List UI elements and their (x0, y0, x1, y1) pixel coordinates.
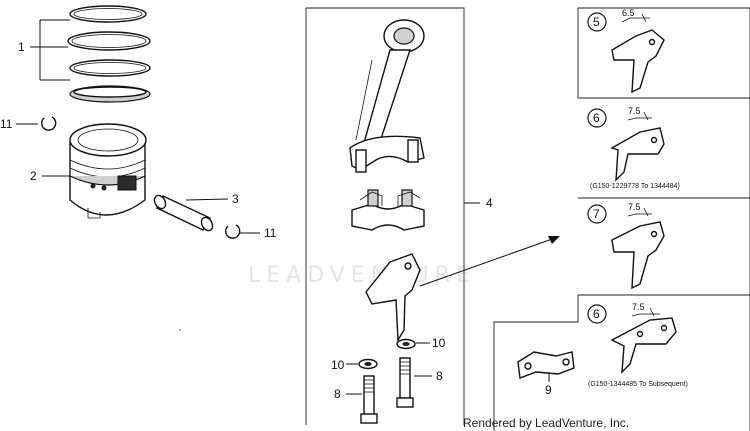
callout-bolt-right: 8 (436, 369, 443, 383)
variant-3-hole (650, 230, 658, 238)
callout-piston: 2 (30, 169, 37, 183)
callout-pin: 3 (232, 192, 239, 206)
callout-clip-top: 11 (0, 117, 13, 131)
piston-pin (153, 194, 214, 232)
bearing-cap (351, 189, 425, 231)
callout-washer-upper: 10 (432, 336, 446, 350)
piston-rings (67, 5, 151, 103)
callout-washer-lower: 10 (331, 358, 345, 372)
variant-4-hole-b (660, 324, 668, 332)
variant-panel-4: 6 7.5 (G150-1344485 To Subsequent) (493, 294, 750, 431)
variant-1-number: 5 (593, 15, 600, 29)
variant-2-number: 6 (593, 111, 600, 125)
variant-2-dim: 7.5 (628, 106, 641, 116)
credit-text: Rendered by LeadVenture, Inc. (463, 416, 629, 430)
variant-1-dim: 6.5 (622, 8, 635, 18)
variant-3-dipper (611, 221, 665, 290)
circlip-bottom (225, 224, 241, 239)
callout-rings: 1 (18, 40, 25, 54)
variant-3-dim: 7.5 (628, 202, 641, 212)
variant-3-number: 7 (593, 207, 600, 221)
callout-plate: 9 (545, 383, 552, 397)
variant-2-dipper (610, 127, 665, 182)
connecting-rod (349, 19, 425, 173)
variant-arrow (419, 237, 556, 287)
circlip-top (41, 116, 57, 131)
callout-clip-bottom: 11 (264, 226, 277, 240)
lock-washer-upper-hole (402, 342, 410, 346)
variant-4-dim: 7.5 (632, 302, 645, 312)
variant-4-hole-a (636, 330, 644, 338)
callout-rings-leader (30, 19, 70, 81)
mounting-plate (517, 351, 575, 379)
bolt-right (396, 357, 414, 408)
oil-dipper (365, 253, 421, 343)
variant-panel-3: 7 7.5 (578, 197, 750, 296)
speck (179, 329, 181, 331)
callout-bolt-left: 8 (334, 387, 341, 401)
callout-rod-assembly: 4 (486, 196, 493, 210)
lock-washer-lower-hole (364, 362, 372, 366)
bolt-left (360, 375, 378, 424)
variant-1-dipper (611, 29, 665, 94)
variant-panel-1: 5 6.5 (577, 7, 750, 99)
variant-4-dipper (610, 317, 677, 374)
variant-1-hole (648, 38, 656, 46)
variant-2-hole (650, 136, 658, 144)
piston (69, 123, 147, 219)
watermark-text: LEADVENTURE (248, 263, 476, 288)
rod-assembly-frame (306, 7, 465, 425)
variant-2-note: (G150-1229778 To 1344484) (590, 183, 680, 190)
callout-pin-leader (185, 198, 229, 201)
variant-4-number: 6 (593, 307, 600, 321)
variant-arrow-head (548, 236, 560, 244)
variant-panel-2: 6 7.5 (G150-1229778 To 1344484) (578, 97, 750, 199)
variant-4-note: (G150-1344485 To Subsequent) (588, 381, 688, 388)
